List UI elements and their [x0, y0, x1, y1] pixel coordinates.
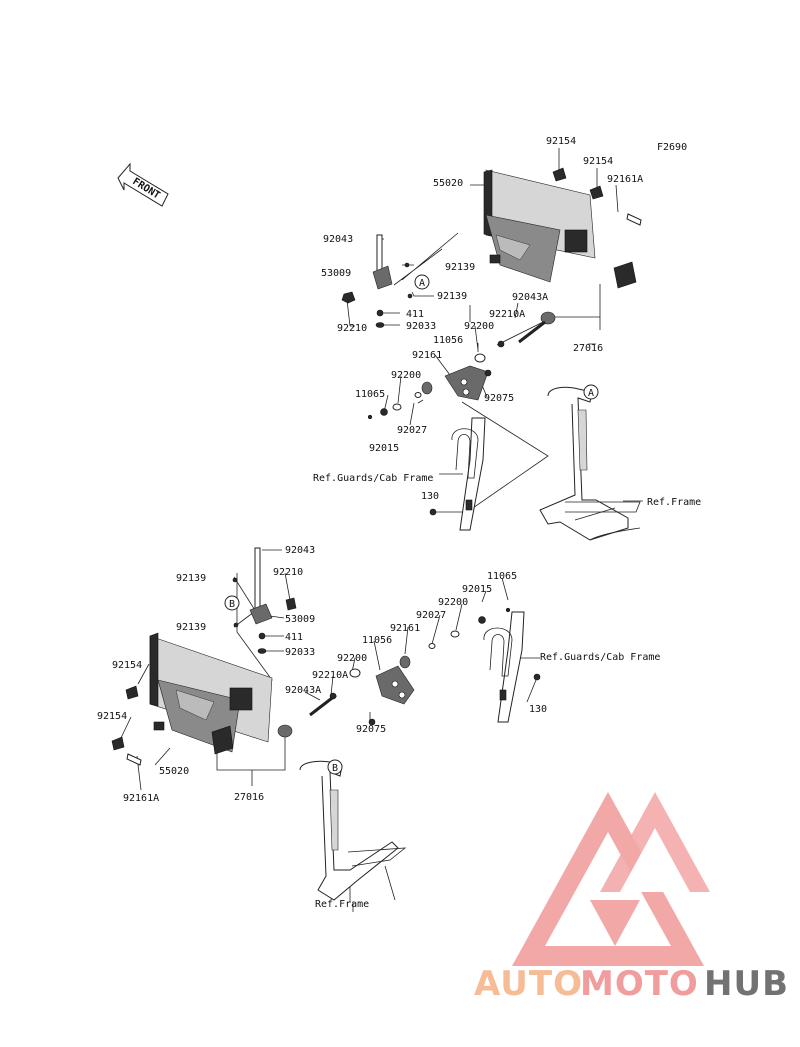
label-11065: 11065 [355, 389, 385, 400]
label-27016: 27016 [234, 792, 264, 803]
label-92200: 92200 [438, 597, 468, 608]
label-ref-guards-cab-frame: Ref.Guards/Cab Frame [313, 473, 433, 484]
label-92139: 92139 [437, 291, 467, 302]
callout-b-bracket [224, 595, 240, 611]
label-92210: 92210 [337, 323, 367, 334]
figure-code: F2690 [657, 142, 687, 153]
label-92075: 92075 [356, 724, 386, 735]
label-92161A: 92161A [607, 174, 643, 185]
label-92161A: 92161A [123, 793, 159, 804]
callout-a-bracket-label: A [419, 278, 425, 289]
label-411: 411 [285, 632, 303, 643]
panel-55020-lower [149, 632, 273, 753]
label-92139: 92139 [176, 622, 206, 633]
label-92210A: 92210A [312, 670, 348, 681]
label-92161: 92161 [412, 350, 442, 361]
label-53009: 53009 [285, 614, 315, 625]
label-92027: 92027 [416, 610, 446, 621]
callout-b-frame [327, 759, 343, 775]
label-92210: 92210 [273, 567, 303, 578]
callout-a-frame-label: A [588, 388, 594, 399]
guard-tube-lower [483, 611, 541, 723]
label-55020: 55020 [433, 178, 463, 189]
label-92154: 92154 [546, 136, 576, 147]
guard-tube-upper [429, 417, 486, 531]
label-92139: 92139 [176, 573, 206, 584]
label-11065: 11065 [487, 571, 517, 582]
watermark-logo: AUTO MOTO HUB [474, 792, 789, 1004]
label-11056: 11056 [362, 635, 392, 646]
ref-frame-upper [539, 386, 641, 541]
label-92027: 92027 [397, 425, 427, 436]
label-92200: 92200 [464, 321, 494, 332]
label-ref-guards-cab-frame: Ref.Guards/Cab Frame [540, 652, 660, 663]
label-92043A: 92043A [512, 292, 548, 303]
label-ref-frame: Ref.Frame [647, 497, 701, 508]
label-92043: 92043 [323, 234, 353, 245]
lower-assembly: B B 92043 92139 92210 53009 92139 411 92… [97, 545, 660, 912]
label-411: 411 [406, 309, 424, 320]
label-130: 130 [421, 491, 439, 502]
watermark-hub: HUB [704, 964, 789, 1004]
label-53009: 53009 [321, 268, 351, 279]
label-92033: 92033 [406, 321, 436, 332]
label-92200: 92200 [337, 653, 367, 664]
panel-55020-upper [483, 169, 596, 283]
label-92043: 92043 [285, 545, 315, 556]
label-92043A: 92043A [285, 685, 321, 696]
callout-b-bracket-label: B [229, 599, 235, 610]
label-92154: 92154 [97, 711, 127, 722]
label-92200: 92200 [391, 370, 421, 381]
label-27016: 27016 [573, 343, 603, 354]
label-55020: 55020 [159, 766, 189, 777]
watermark-auto: AUTO [474, 964, 583, 1004]
label-92015: 92015 [462, 584, 492, 595]
callout-a-frame [583, 384, 599, 400]
callout-b-frame-label: B [332, 763, 338, 774]
label-92161: 92161 [390, 623, 420, 634]
label-92033: 92033 [285, 647, 315, 658]
label-92154: 92154 [112, 660, 142, 671]
label-ref-frame: Ref.Frame [315, 899, 369, 910]
label-92210A: 92210A [489, 309, 525, 320]
label-130: 130 [529, 704, 547, 715]
label-92139: 92139 [445, 262, 475, 273]
front-arrow-icon: FRONT [117, 162, 169, 207]
upper-assembly: A A 92154 92154 55020 92161A 92043 53009… [313, 136, 701, 541]
label-92015: 92015 [369, 443, 399, 454]
label-11056: 11056 [433, 335, 463, 346]
watermark-moto: MOTO [580, 964, 699, 1004]
label-92075: 92075 [484, 393, 514, 404]
ref-frame-lower [299, 760, 407, 901]
label-92154: 92154 [583, 156, 613, 167]
callout-a-bracket [414, 274, 430, 290]
